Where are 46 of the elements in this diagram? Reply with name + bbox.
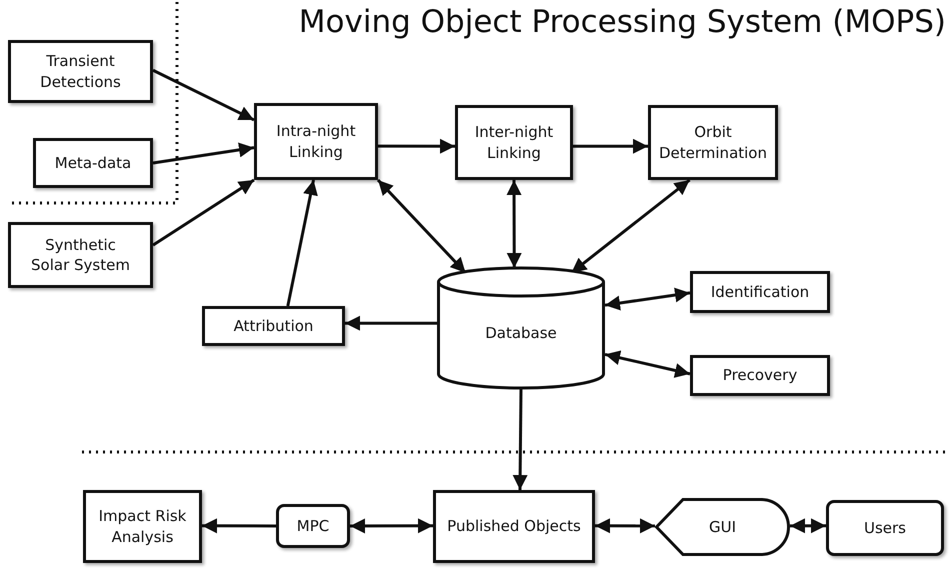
arrow bbox=[202, 518, 276, 534]
node-label: Attribution bbox=[234, 316, 314, 336]
arrow bbox=[152, 178, 255, 246]
node-label: Synthetic Solar System bbox=[30, 234, 130, 276]
node-label: Identification bbox=[710, 282, 810, 302]
rounded-box bbox=[276, 504, 350, 548]
node-label: Transient Detections bbox=[39, 51, 122, 92]
process-box bbox=[433, 490, 595, 563]
arrow bbox=[152, 142, 254, 164]
process-box bbox=[83, 490, 202, 563]
process-box bbox=[690, 271, 830, 313]
node-label: Users bbox=[864, 518, 906, 538]
arrow bbox=[512, 388, 528, 490]
process-box bbox=[690, 355, 830, 396]
node-label: Intra-night Linking bbox=[275, 121, 357, 162]
arrow bbox=[595, 518, 655, 534]
node-label: Impact Risk Analysis bbox=[98, 506, 188, 547]
arrow bbox=[286, 180, 318, 306]
node-label: GUI bbox=[708, 516, 736, 538]
arrow bbox=[350, 518, 433, 534]
node-label: Database bbox=[485, 322, 557, 344]
process-box bbox=[8, 222, 153, 288]
arrow bbox=[378, 138, 455, 154]
process-box bbox=[33, 138, 153, 188]
node-label: Precovery bbox=[722, 365, 798, 386]
process-box bbox=[8, 40, 153, 103]
diagram-title: Moving Object Processing System (MOPS) bbox=[298, 4, 946, 40]
node-label: Meta-data bbox=[54, 152, 132, 174]
arrow bbox=[604, 288, 690, 310]
process-box bbox=[455, 105, 573, 180]
process-box bbox=[254, 103, 378, 180]
arrow bbox=[506, 180, 522, 268]
node-label: Inter-night Linking bbox=[474, 122, 554, 163]
arrow bbox=[573, 138, 648, 154]
arrow bbox=[345, 316, 437, 331]
node-label: Published Objects bbox=[447, 516, 581, 537]
arrow bbox=[790, 518, 826, 534]
process-box bbox=[202, 306, 345, 346]
arrow bbox=[604, 350, 690, 378]
node-label: MPC bbox=[296, 516, 330, 536]
rounded-box bbox=[826, 500, 944, 556]
arrow bbox=[570, 178, 691, 274]
arrow bbox=[376, 178, 467, 274]
node-label: Orbit Determination bbox=[658, 122, 768, 163]
process-box bbox=[648, 105, 778, 180]
arrow bbox=[152, 68, 255, 122]
